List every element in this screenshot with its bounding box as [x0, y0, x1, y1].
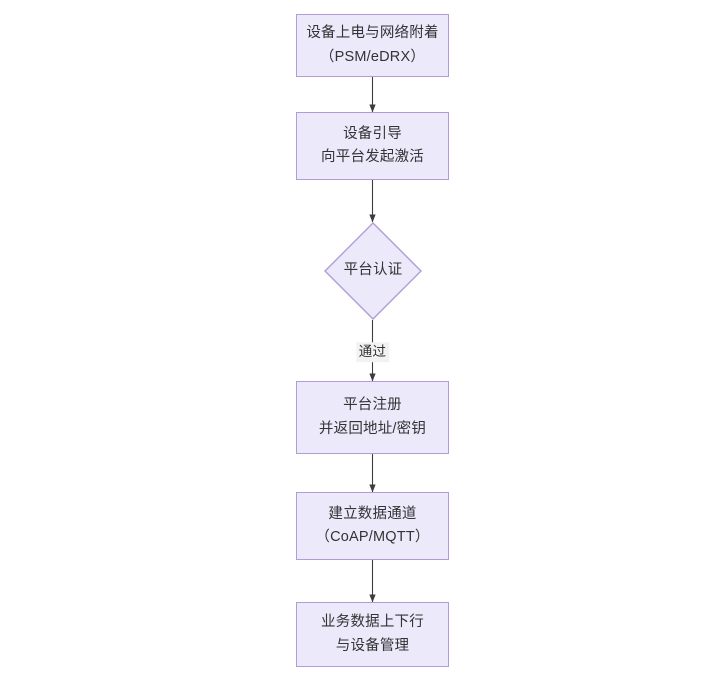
process-node-n6[interactable]: 业务数据上下行 与设备管理 [296, 602, 449, 667]
node-label: 建立数据通道 （CoAP/MQTT） [315, 505, 430, 545]
edge-label: 通过 [355, 342, 390, 362]
decision-node-n3[interactable]: 平台认证 [324, 222, 422, 320]
diamond-shape [324, 222, 422, 320]
node-label: 设备引导 向平台发起激活 [321, 125, 424, 165]
process-node-n2[interactable]: 设备引导 向平台发起激活 [296, 112, 449, 180]
process-node-n5[interactable]: 建立数据通道 （CoAP/MQTT） [296, 492, 449, 560]
node-label: 平台注册 并返回地址/密钥 [318, 397, 427, 437]
node-label: 设备上电与网络附着 （PSM/eDRX） [306, 25, 439, 65]
node-label: 业务数据上下行 与设备管理 [321, 614, 424, 654]
process-node-n1[interactable]: 设备上电与网络附着 （PSM/eDRX） [296, 14, 449, 77]
process-node-n4[interactable]: 平台注册 并返回地址/密钥 [296, 381, 449, 454]
node-label: 平台认证 [343, 262, 403, 279]
